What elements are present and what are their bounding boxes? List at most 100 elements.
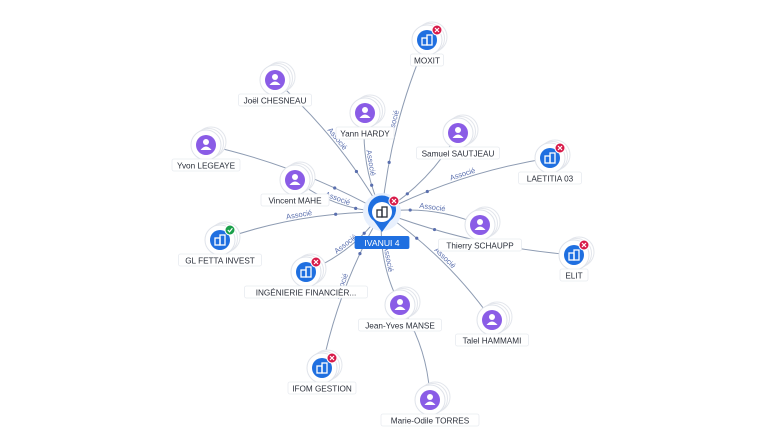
- node-label: Joël CHESNEAU: [244, 97, 307, 106]
- node-sautjeau[interactable]: Samuel SAUTJEAU: [416, 114, 500, 160]
- node-label: Marie-Odile TORRES: [391, 417, 470, 426]
- building-icon-right: [305, 266, 312, 278]
- node-ifom[interactable]: IFOM GESTION: [287, 349, 357, 395]
- node-legeaye[interactable]: Yvon LEGEAYE: [171, 126, 241, 172]
- building-icon-right: [381, 206, 388, 218]
- edge-label: Associé: [449, 166, 477, 183]
- center-label: IVANUI 4: [364, 238, 399, 248]
- node-label-box: [438, 238, 522, 252]
- building-icon-right: [426, 34, 433, 46]
- node-label-box: [358, 318, 442, 332]
- check-icon: [227, 227, 233, 233]
- node-torres[interactable]: Marie-Odile TORRES: [380, 381, 480, 427]
- node-label: Talel HAMMAMI: [463, 337, 522, 346]
- node-label: Yann HARDY: [340, 130, 390, 139]
- node-label: INGÉNIERIE FINANCIÈR...: [256, 288, 357, 298]
- center-node[interactable]: IVANUI 4: [354, 193, 410, 249]
- node-label-box: [335, 126, 395, 140]
- edge-arrow-marker: [358, 252, 362, 256]
- node-label-box: [178, 253, 262, 267]
- edge-arrow-marker: [370, 183, 374, 187]
- node-hardy[interactable]: Yann HARDY: [335, 94, 395, 140]
- person-icon-body: [289, 181, 301, 185]
- person-icon-head: [272, 74, 278, 80]
- cross-icon: [329, 355, 335, 361]
- building-icon-right: [321, 362, 328, 374]
- person-icon-body: [359, 114, 371, 118]
- person-icon-head: [397, 299, 403, 305]
- edge-label: Associé: [364, 149, 377, 176]
- node-label-box: [518, 171, 582, 185]
- node-label: GL FETTA INVEST: [185, 257, 255, 266]
- node-label: Vincent MAHE: [268, 197, 322, 206]
- edge-arrow-marker: [415, 236, 419, 240]
- node-label: Thierry SCHAUPP: [446, 242, 514, 251]
- node-elit[interactable]: ELIT: [558, 236, 595, 282]
- edge-label: Associé: [285, 208, 312, 221]
- node-label: LAETITIA 03: [527, 175, 574, 184]
- cross-icon: [391, 198, 397, 204]
- node-glfetta[interactable]: GL FETTA INVEST: [178, 221, 262, 267]
- cross-icon: [581, 242, 587, 248]
- building-icon-right: [573, 249, 580, 261]
- node-chesneau[interactable]: Joël CHESNEAU: [238, 61, 312, 107]
- edge-arrow-marker: [425, 189, 429, 194]
- cross-icon: [313, 259, 319, 265]
- edge-line: [381, 157, 551, 213]
- node-label-box: [559, 268, 589, 282]
- person-icon-head: [292, 174, 298, 180]
- person-icon-head: [362, 107, 368, 113]
- node-label: Yvon LEGEAYE: [177, 162, 236, 171]
- node-moxit[interactable]: MOXIT: [410, 21, 448, 67]
- person-icon-body: [394, 306, 406, 310]
- node-hammami[interactable]: Talel HAMMAMI: [455, 301, 529, 347]
- node-mahe[interactable]: Vincent MAHE: [260, 161, 330, 207]
- edge-arrow-marker: [354, 206, 358, 210]
- node-label-box: [410, 53, 444, 67]
- node-label-box: [244, 285, 368, 299]
- edge-arrow-marker: [405, 192, 409, 196]
- edge-arrow-marker: [387, 160, 391, 165]
- active-badge-icon: [224, 224, 236, 236]
- nodes-layer: MOXIT Joël CHESNEAU Yann HARDY Samuel SAUTJ…: [171, 21, 595, 427]
- person-icon-head: [477, 219, 483, 225]
- person-icon-body: [486, 321, 498, 325]
- person-icon-head: [203, 139, 209, 145]
- node-label: ELIT: [565, 272, 582, 281]
- cross-icon: [557, 145, 563, 151]
- node-label-box: [455, 333, 529, 347]
- node-manse[interactable]: Jean-Yves MANSE: [358, 286, 442, 332]
- node-label: Jean-Yves MANSE: [365, 322, 435, 331]
- person-icon-head: [427, 394, 433, 400]
- center-label-box: [354, 236, 410, 249]
- person-icon-body: [269, 81, 281, 85]
- edge-label: Associé: [419, 201, 446, 213]
- building-icon-right: [219, 234, 226, 246]
- edge-arrow-marker: [408, 208, 412, 212]
- node-label-box: [171, 158, 241, 172]
- person-icon-head: [489, 314, 495, 320]
- person-icon-head: [455, 127, 461, 133]
- edge-arrow-marker: [354, 169, 359, 174]
- node-laetitia[interactable]: LAETITIA 03: [518, 139, 582, 185]
- node-label-box: [287, 381, 357, 395]
- person-icon-body: [200, 146, 212, 150]
- person-icon-body: [424, 401, 436, 405]
- node-label: IFOM GESTION: [292, 385, 352, 394]
- edge-laetitia-ivanui: Associé: [381, 157, 551, 213]
- building-icon-right: [549, 152, 556, 164]
- node-schaupp[interactable]: Thierry SCHAUPP: [438, 206, 522, 252]
- person-icon-body: [452, 134, 464, 138]
- node-label-box: [260, 193, 330, 207]
- node-ingenierie[interactable]: INGÉNIERIE FINANCIÈR...: [244, 253, 368, 299]
- node-label-box: [238, 93, 312, 107]
- edge-arrow-marker: [432, 227, 437, 232]
- person-icon-body: [474, 226, 486, 230]
- edge-arrow-marker: [334, 212, 338, 216]
- node-label: MOXIT: [414, 57, 440, 66]
- edge-glfetta-ivanui: Associé: [219, 208, 383, 241]
- edge-arrow-marker: [362, 231, 366, 235]
- node-label-box: [380, 413, 480, 427]
- node-label-box: [416, 146, 500, 160]
